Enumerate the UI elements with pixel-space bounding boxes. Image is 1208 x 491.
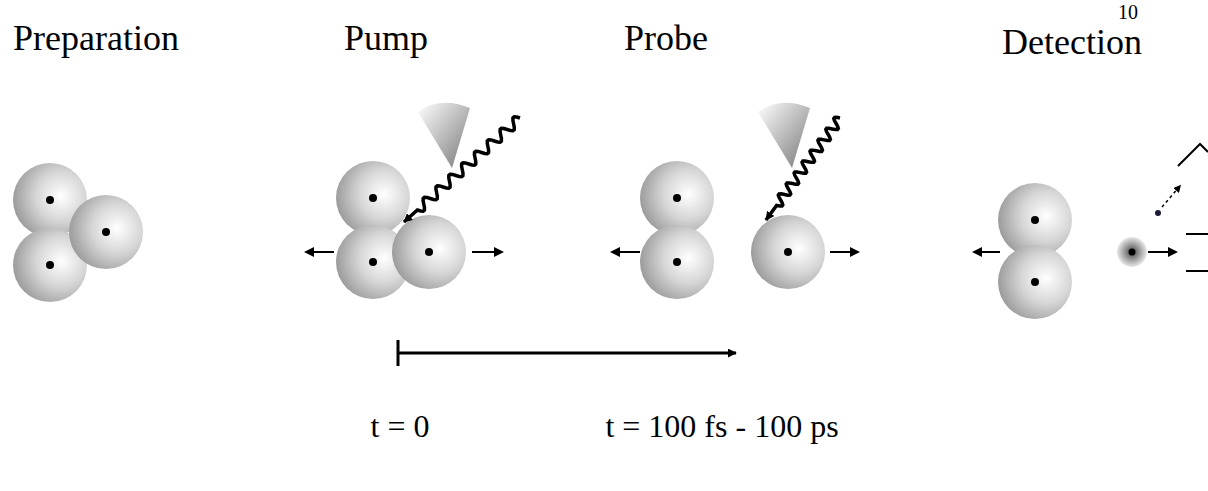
motion-arrow: [830, 251, 858, 253]
ion-detector: [1186, 233, 1208, 235]
time-label: t = 0: [371, 410, 430, 442]
motion-arrow: [306, 251, 334, 253]
electron-detector: [1178, 144, 1208, 166]
motion-arrow: [974, 251, 1000, 253]
page-number: 10: [1118, 2, 1138, 22]
ion-core: [1129, 249, 1136, 256]
motion-arrow: [472, 251, 502, 253]
stage-title: Pump: [344, 20, 428, 56]
electron: [1155, 210, 1161, 216]
stage-title: Probe: [624, 20, 708, 56]
time-label: t = 100 fs - 100 ps: [605, 410, 838, 442]
motion-arrow: [612, 251, 640, 253]
stage-title: Preparation: [13, 20, 179, 56]
photon-arrow: [766, 117, 840, 220]
motion-arrow: [1148, 251, 1176, 253]
electron-path: [1162, 186, 1180, 207]
photon-arrow: [404, 117, 520, 222]
laser-beam: [418, 103, 470, 168]
dimer: [998, 183, 1072, 319]
stage-title: Detection: [1002, 24, 1142, 60]
trimer: [13, 163, 143, 302]
ion: [1117, 237, 1147, 267]
laser-beam: [758, 103, 810, 168]
ion-detector: [1186, 270, 1208, 272]
time-axis: [398, 352, 736, 355]
trimer: [336, 161, 466, 299]
